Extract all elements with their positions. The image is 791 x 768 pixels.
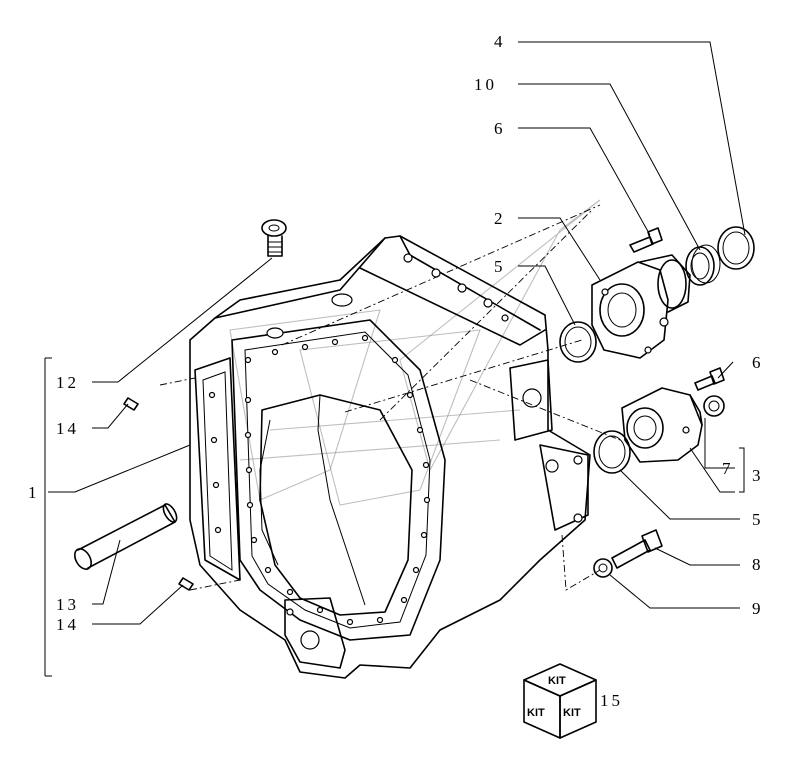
callout-6-lower: 6 (752, 353, 764, 372)
callout-13: 13 (56, 595, 79, 614)
callout-14-lower: 14 (56, 615, 79, 634)
part-9-washer (593, 558, 613, 578)
callout-12: 12 (56, 373, 79, 392)
part-5-o-ring-lower (593, 430, 631, 474)
part-12-breather-plug (261, 219, 287, 257)
callout-labels: 4 10 6 2 5 6 12 14 7 3 1 5 8 13 9 14 15 (28, 32, 764, 710)
part-4-o-ring (717, 226, 755, 270)
callout-7: 7 (722, 459, 734, 478)
part-14-dowel-pin-bottom (178, 577, 194, 591)
leader-lines (44, 41, 746, 677)
kit-box-right-label: KIT (563, 707, 581, 719)
part-6-bolt-lower (694, 367, 725, 391)
assembly-centerlines (159, 204, 621, 591)
kit-box-left-label: KIT (527, 707, 545, 719)
callout-5-lower: 5 (752, 510, 764, 529)
part-6-bolt-upper (629, 227, 663, 253)
callout-1: 1 (28, 483, 40, 502)
part-2-upper-flange (591, 254, 691, 359)
watermark-logo (229, 199, 601, 506)
kit-box-icon: KIT KIT KIT (523, 663, 597, 739)
part-10-bushing (685, 244, 721, 286)
callout-3: 3 (752, 466, 764, 485)
callout-4: 4 (494, 32, 506, 51)
callout-9: 9 (752, 599, 764, 618)
transmission-housing (189, 235, 591, 679)
kit-box-top-label: KIT (548, 675, 566, 687)
callout-6-upper: 6 (494, 119, 506, 138)
part-5-o-ring-upper (559, 321, 597, 363)
callout-14-upper: 14 (56, 419, 79, 438)
part-7-plug (703, 395, 725, 417)
callout-5-upper: 5 (494, 257, 506, 276)
flange-bolt-holes (208, 334, 431, 626)
part-14-dowel-pin-top (123, 397, 139, 411)
callout-10: 10 (474, 75, 497, 94)
part-13-tube (74, 503, 178, 570)
callout-2: 2 (494, 209, 506, 228)
callout-15: 15 (600, 691, 623, 710)
part-3-lower-flange (621, 387, 703, 463)
callout-8: 8 (752, 555, 764, 574)
part-8-bolt (611, 529, 663, 569)
